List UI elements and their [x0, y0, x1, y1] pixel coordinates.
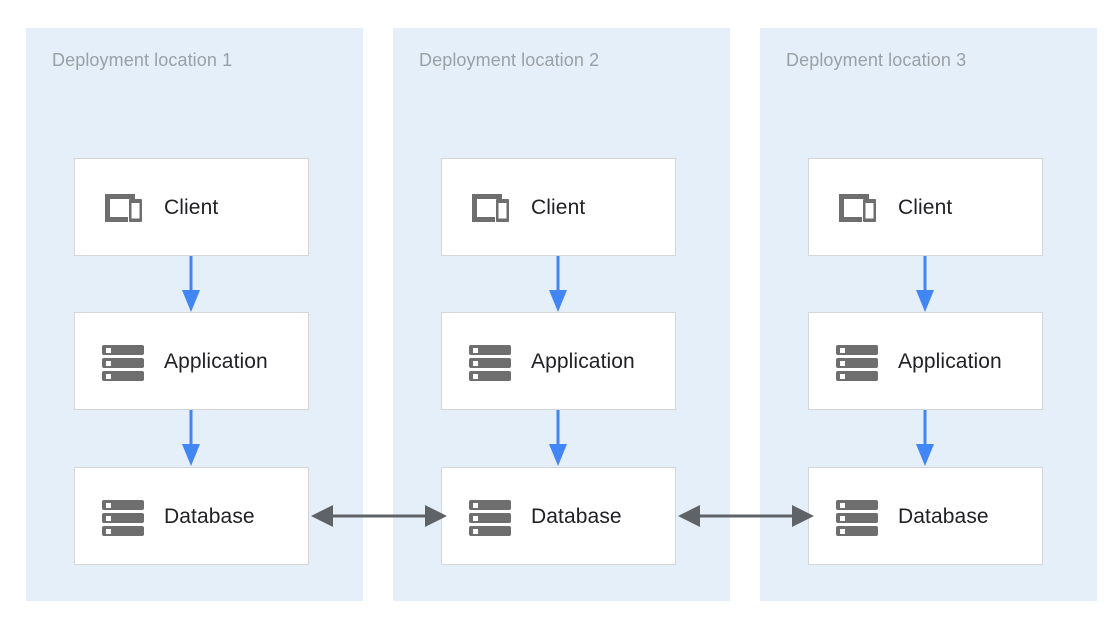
node-label: Client: [898, 195, 953, 219]
arrow-application-to-database: [178, 410, 204, 466]
node-application[interactable]: Application: [74, 312, 309, 410]
node-label: Application: [531, 349, 635, 373]
deployment-location-panel-1: Deployment location 1 Client: [26, 28, 363, 601]
server-rack-icon: [467, 493, 513, 539]
node-application[interactable]: Application: [441, 312, 676, 410]
node-client[interactable]: Client: [74, 158, 309, 256]
server-rack-icon: [834, 338, 880, 384]
node-label: Database: [898, 504, 989, 528]
arrow-client-to-application: [912, 256, 938, 312]
node-label: Application: [164, 349, 268, 373]
devices-icon: [100, 184, 146, 230]
node-label: Application: [898, 349, 1002, 373]
arrow-client-to-application: [178, 256, 204, 312]
arrow-database-1-to-database-2: [311, 500, 447, 532]
devices-icon: [467, 184, 513, 230]
node-label: Client: [164, 195, 219, 219]
devices-icon: [834, 184, 880, 230]
server-rack-icon: [100, 493, 146, 539]
server-rack-icon: [467, 338, 513, 384]
arrow-application-to-database: [545, 410, 571, 466]
deployment-location-panel-2: Deployment location 2 Client: [393, 28, 730, 601]
node-database[interactable]: Database: [74, 467, 309, 565]
node-label: Database: [164, 504, 255, 528]
node-client[interactable]: Client: [808, 158, 1043, 256]
arrow-application-to-database: [912, 410, 938, 466]
panel-title: Deployment location 3: [786, 50, 967, 70]
deployment-location-panel-3: Deployment location 3 Client: [760, 28, 1097, 601]
panel-title: Deployment location 2: [419, 50, 600, 70]
node-application[interactable]: Application: [808, 312, 1043, 410]
node-label: Database: [531, 504, 622, 528]
node-database[interactable]: Database: [808, 467, 1043, 565]
node-client[interactable]: Client: [441, 158, 676, 256]
panel-title: Deployment location 1: [52, 50, 233, 70]
server-rack-icon: [100, 338, 146, 384]
node-database[interactable]: Database: [441, 467, 676, 565]
arrow-client-to-application: [545, 256, 571, 312]
arrow-database-2-to-database-3: [678, 500, 814, 532]
node-label: Client: [531, 195, 586, 219]
server-rack-icon: [834, 493, 880, 539]
